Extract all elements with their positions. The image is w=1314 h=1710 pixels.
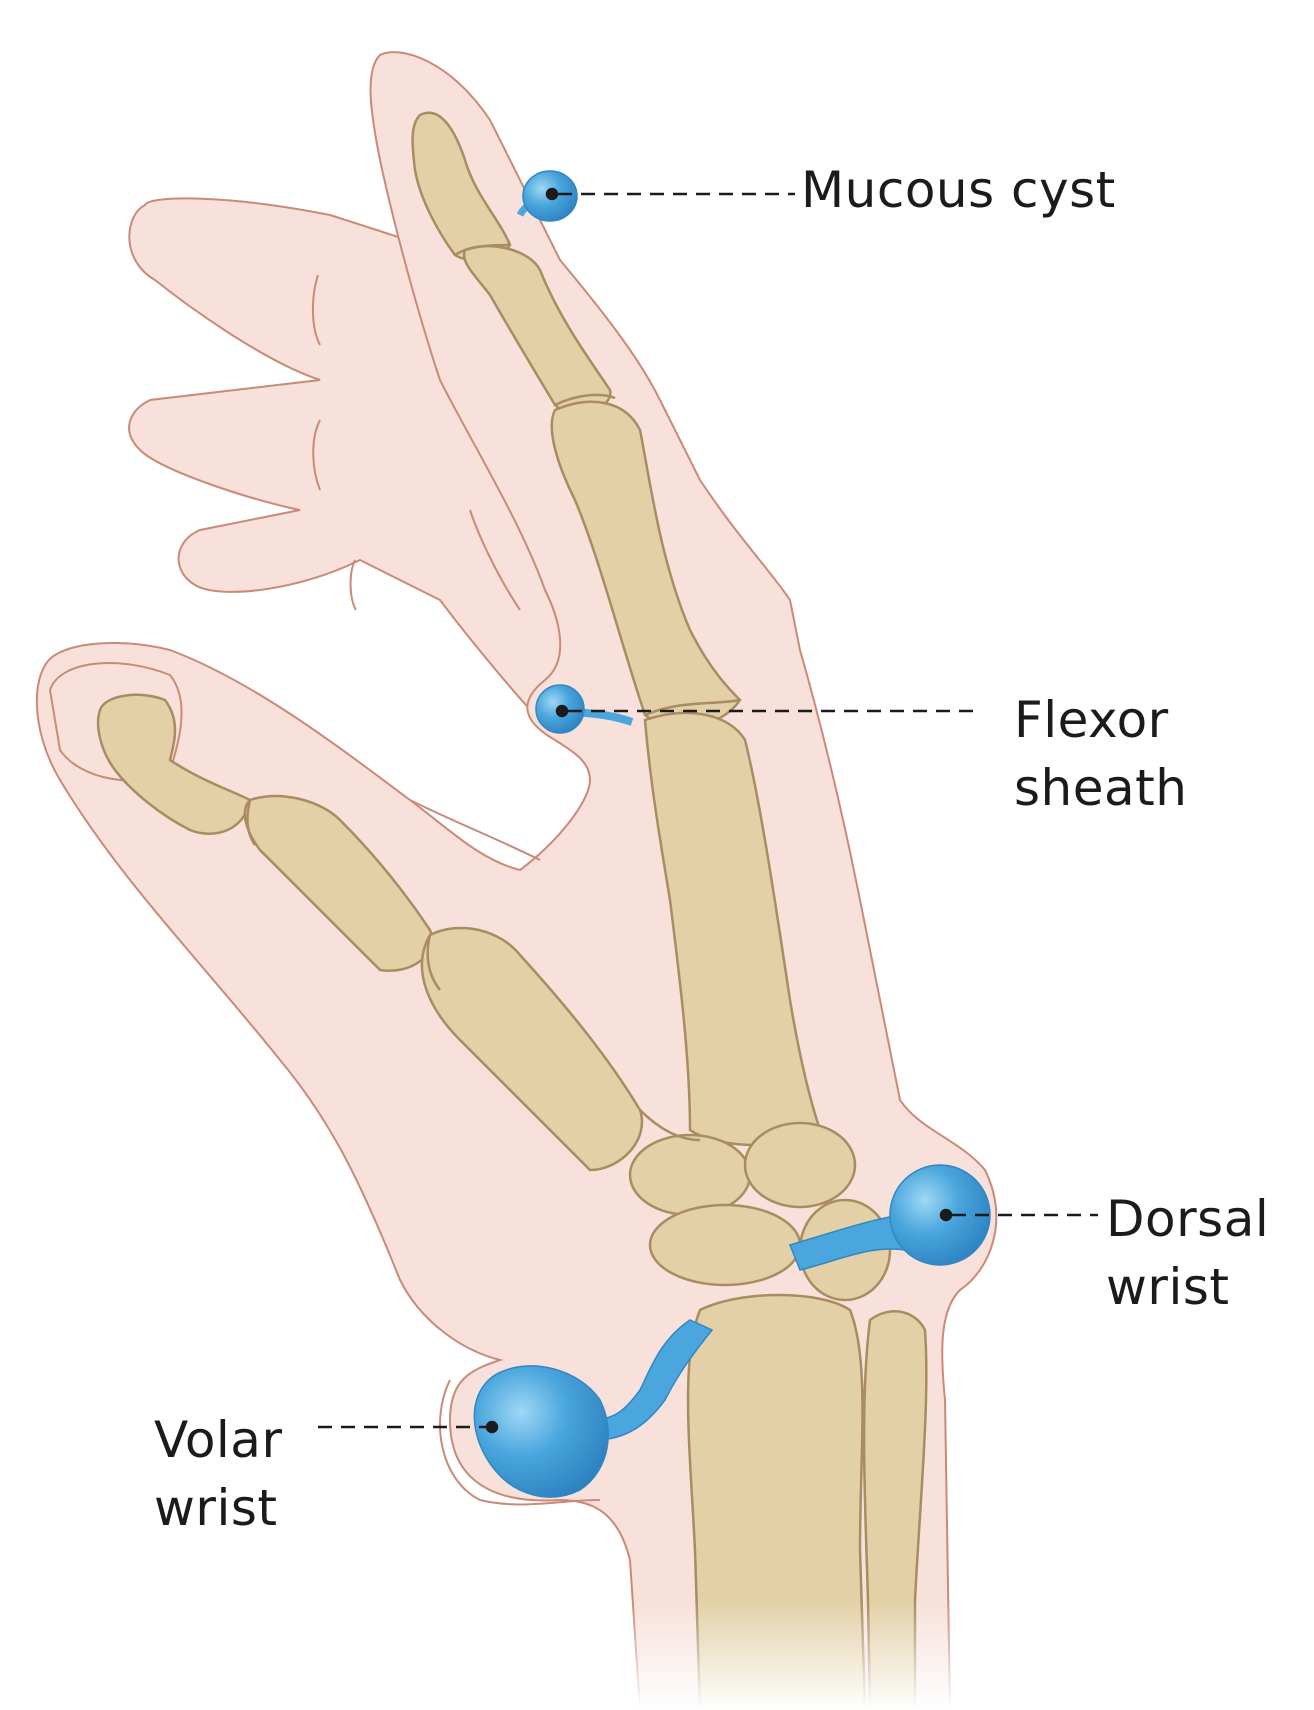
mucous-cyst-label-line1: Mucous cyst — [801, 161, 1116, 219]
dorsal-wrist-label-line1: Dorsal — [1106, 1190, 1270, 1248]
volar-wrist-label-line2: wrist — [154, 1479, 278, 1537]
carpal-bone-2 — [743, 1121, 857, 1209]
volar-skin-bulge — [439, 1379, 601, 1506]
flexor-sheath-label: Flexor sheath — [1014, 686, 1187, 822]
mucous-cyst-pointer-dot — [545, 187, 559, 201]
thumb-nail — [48, 662, 183, 782]
flexor-sheath-label-line2: sheath — [1014, 759, 1188, 817]
carpal-bone-3 — [648, 1203, 802, 1287]
volar-wrist-pointer-dot — [485, 1420, 499, 1434]
volar-wrist-label: Volar wrist — [154, 1406, 283, 1542]
flexor-sheath-pointer-dot — [555, 704, 569, 718]
mucous-cyst-label: Mucous cyst — [801, 156, 1116, 224]
leader-lines — [318, 187, 1098, 1434]
bottom-fade — [600, 1600, 1000, 1710]
thumb-metacarpal — [420, 926, 644, 1172]
volar-wrist-cyst — [473, 1365, 609, 1498]
flexor-sheath-label-line1: Flexor — [1014, 691, 1169, 749]
finger-creases — [311, 274, 541, 861]
dorsal-wrist-label: Dorsal wrist — [1106, 1185, 1269, 1321]
dorsal-wrist-pointer-dot — [939, 1208, 953, 1222]
dorsal-wrist-label-line2: wrist — [1106, 1258, 1230, 1316]
bone-joint-lines — [246, 243, 741, 1142]
volar-wrist-label-line1: Volar — [154, 1411, 283, 1469]
carpal-bone-1 — [628, 1133, 752, 1217]
